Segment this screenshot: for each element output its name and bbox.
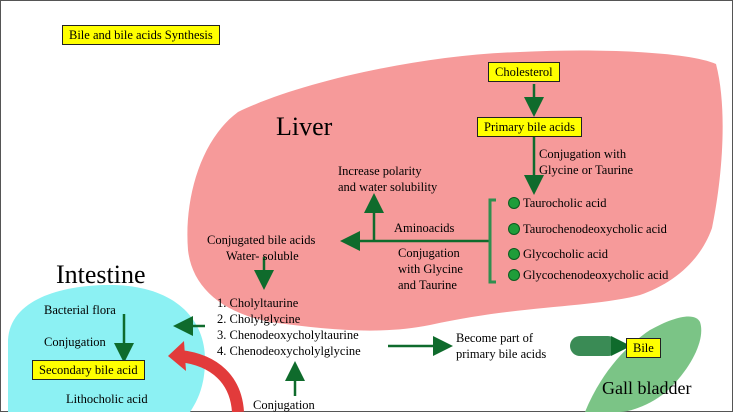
acid-item: Glycochenodeoxycholic acid [523,268,669,282]
become-part-line1: Become part of [456,331,534,345]
conj-glycine-line3: and Taurine [398,278,457,292]
secondary-bile-acid-box: Secondary bile acid [32,360,145,380]
acid-item: Taurochenodeoxycholic acid [523,222,667,236]
become-part-line2: primary bile acids [456,347,547,361]
red-arrowhead [168,341,186,371]
intestine-shape [8,285,205,412]
bacterial-flora-label: Bacterial flora [44,303,116,317]
conjugated-bile-acids-line2: Water- soluble [226,249,299,263]
bile-box: Bile [626,338,661,358]
intestine-conjugation-label: Conjugation [44,335,106,349]
acid-item: Taurocholic acid [523,196,607,210]
conj-glycine-line1: Conjugation [398,246,460,260]
conjugation-step-line2: Glycine or Taurine [539,163,634,177]
conjugation-step-line1: Conjugation with [539,147,627,161]
polarity-line2: and water solubility [338,180,438,194]
conjugation-bottom-label: Conjugation [253,398,315,412]
bile-duct-tube [570,336,618,356]
product-item: 2. Cholylglycine [217,312,301,326]
acid-dot [508,197,520,209]
cholesterol-box: Cholesterol [488,62,560,82]
gall-bladder-label: Gall bladder [602,378,692,398]
acid-dot [508,269,520,281]
primary-bile-acids-box: Primary bile acids [477,117,582,137]
conjugated-bile-acids-line1: Conjugated bile acids [207,233,316,247]
lithocholic-acid-label: Lithocholic acid [66,392,148,406]
acid-item: Glycocholic acid [523,247,609,261]
product-item: 3. Chenodeoxycholyltaurine [217,328,359,342]
polarity-line1: Increase polarity [338,164,422,178]
acid-dot [508,223,520,235]
aminoacids-label: Aminoacids [394,221,455,235]
intestine-label: Intestine [56,260,146,289]
acid-bracket [488,198,496,284]
acid-dot [508,248,520,260]
red-return-arrow [179,350,244,412]
conj-glycine-line2: with Glycine [398,262,463,276]
title-box: Bile and bile acids Synthesis [62,25,220,45]
liver-shape [187,50,723,331]
product-item: 4. Chenodeoxycholylglycine [217,344,361,358]
liver-label: Liver [276,112,333,141]
gall-bladder-shape [585,316,702,412]
product-item: 1. Cholyltaurine [217,296,299,310]
